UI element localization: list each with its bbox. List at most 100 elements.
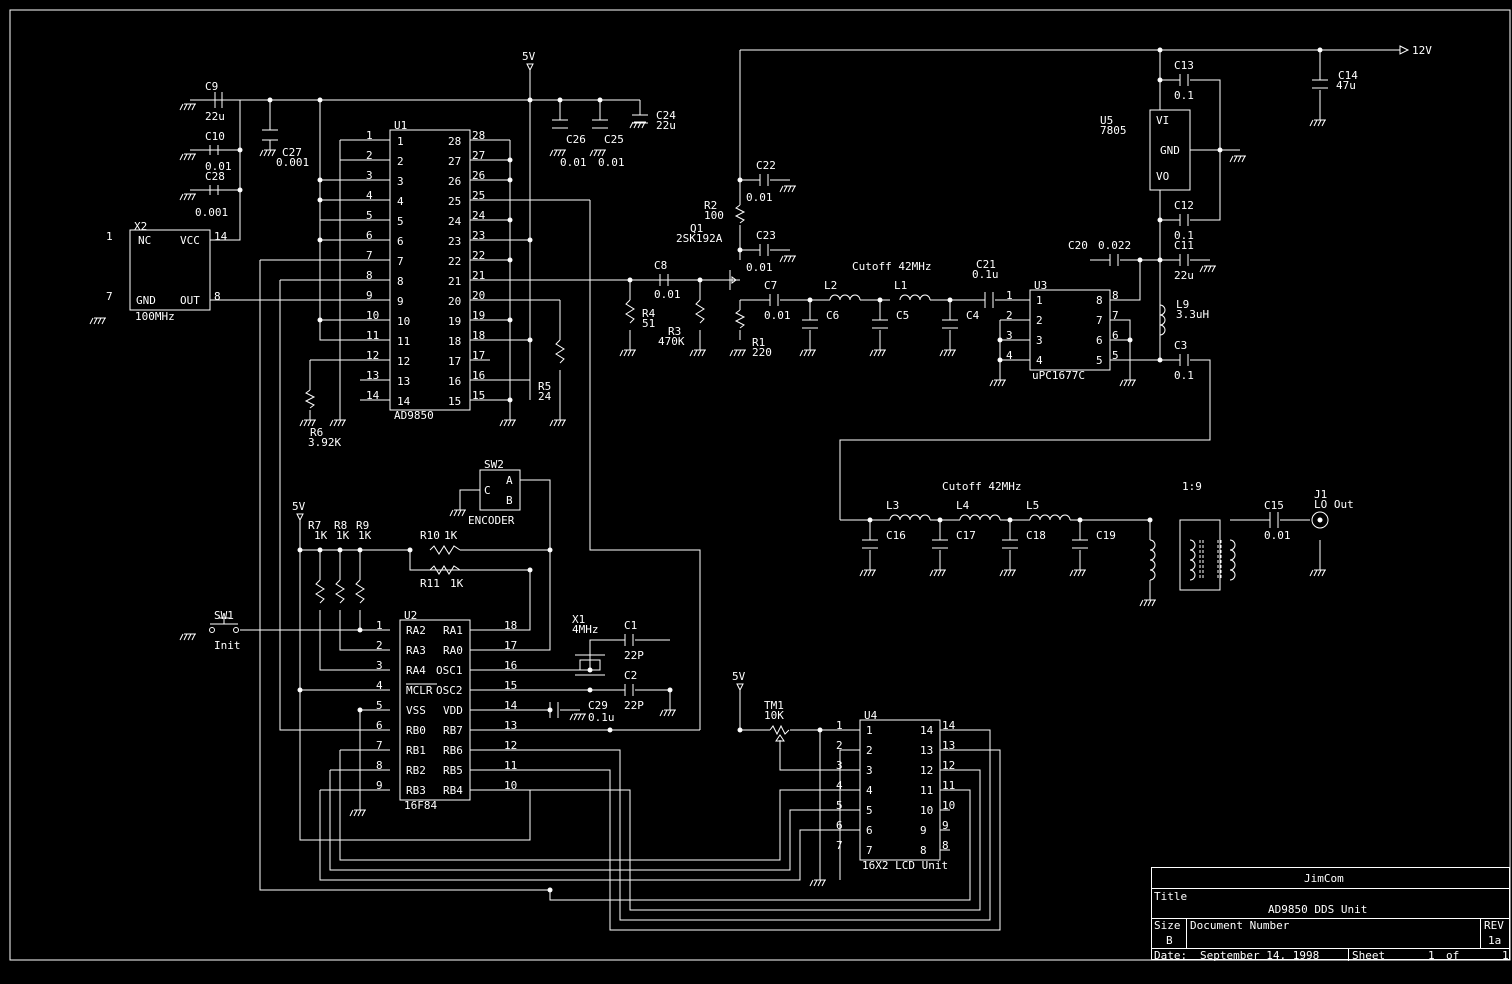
l2-ref: L2 xyxy=(824,279,837,292)
q1-transistor-symbol xyxy=(729,270,740,290)
c23-value: 0.01 xyxy=(746,261,773,274)
u5-pin-gnd: GND xyxy=(1160,144,1180,157)
c20-value: 0.022 xyxy=(1098,239,1131,252)
u1-right-pins: 2828272726262525242423232222212120201919… xyxy=(448,129,486,408)
sw2-value: ENCODER xyxy=(468,514,515,527)
u1-pin-num-outer: 27 xyxy=(472,149,485,162)
capacitor-symbols xyxy=(209,74,1328,718)
u2-pin-num: 6 xyxy=(376,719,383,732)
u1-pin-num-outer: 12 xyxy=(366,349,379,362)
u2-pin-num: 1 xyxy=(376,619,383,632)
r2-value: 100 xyxy=(704,209,724,222)
sw2-pin-b: B xyxy=(506,494,513,507)
u2-pin-name: RB5 xyxy=(443,764,463,777)
r9-ref: R9 xyxy=(356,519,369,532)
date-label: Date: xyxy=(1154,949,1188,962)
u1-pin-num-outer: 7 xyxy=(366,249,373,262)
u4-value: 16X2 LCD Unit xyxy=(862,859,948,872)
c21-ref: C21 xyxy=(976,258,996,271)
annotation-cutoff-lower: Cutoff 42MHz xyxy=(942,480,1021,493)
x2-pin-1: 1 xyxy=(106,230,113,243)
u1-pin-num-outer: 24 xyxy=(472,209,486,222)
u1-pin-num-inner: 11 xyxy=(397,335,410,348)
c27-value: 0.001 xyxy=(276,156,309,169)
u2-pin-name: RB0 xyxy=(406,724,426,737)
u4-pin-num-inner: 12 xyxy=(920,764,933,777)
u1-value: AD9850 xyxy=(394,409,434,422)
size-label: Size xyxy=(1154,919,1181,932)
date-value: September 14, 1998 xyxy=(1200,949,1320,962)
u3-pin-num-inner: 2 xyxy=(1036,314,1043,327)
company-name: JimCom xyxy=(1304,872,1344,885)
c24-value: 22u xyxy=(656,119,676,132)
u4-pin-num-inner: 5 xyxy=(866,804,873,817)
u1-pin-num-inner: 1 xyxy=(397,135,404,148)
u4-pin-num-inner: 10 xyxy=(920,804,933,817)
r5-value: 24 xyxy=(538,390,552,403)
label-5v-pic: 5V xyxy=(292,500,306,513)
u2-pin-num: 2 xyxy=(376,639,383,652)
u4-pin-num-inner: 7 xyxy=(866,844,873,857)
u1-pin-num-inner: 25 xyxy=(448,195,461,208)
u1-pin-num-inner: 12 xyxy=(397,355,410,368)
u1-pin-num-outer: 15 xyxy=(472,389,485,402)
u3-pin-num-inner: 4 xyxy=(1036,354,1043,367)
u1-pin-num-outer: 22 xyxy=(472,249,485,262)
c28-value: 0.001 xyxy=(195,206,228,219)
c27-ref: C27 xyxy=(282,146,302,159)
u4-pin-num-outer: 7 xyxy=(836,839,843,852)
u3-pin-num-outer: 5 xyxy=(1112,349,1119,362)
u2-pin-name: OSC1 xyxy=(436,664,463,677)
u2-pin-num: 14 xyxy=(504,699,518,712)
j1-ref: J1 xyxy=(1314,488,1327,501)
u1-pin-num-outer: 2 xyxy=(366,149,373,162)
u1-pin-num-outer: 17 xyxy=(472,349,485,362)
x2-pin-7: 7 xyxy=(106,290,113,303)
u1-pin-num-outer: 1 xyxy=(366,129,373,142)
c23-ref: C23 xyxy=(756,229,776,242)
c21-value: 0.1u xyxy=(972,268,999,281)
u4-pin-num-outer: 1 xyxy=(836,719,843,732)
c14-value: 47u xyxy=(1336,79,1356,92)
u1-pin-num-inner: 16 xyxy=(448,375,461,388)
c14-ref: C14 xyxy=(1338,69,1358,82)
c4-ref: C4 xyxy=(966,309,980,322)
c8-ref: C8 xyxy=(654,259,667,272)
u2-pin-name: VDD xyxy=(443,704,463,717)
x1-ref: X1 xyxy=(572,613,585,626)
title-label: Title xyxy=(1154,890,1188,903)
c25-value: 0.01 xyxy=(598,156,625,169)
c13-ref: C13 xyxy=(1174,59,1194,72)
c7-value: 0.01 xyxy=(764,309,791,322)
u3-pin-num-outer: 8 xyxy=(1112,289,1119,302)
j1-coax-connector xyxy=(1311,511,1329,529)
u4-lcd-body xyxy=(859,719,941,861)
u1-pin-num-outer: 18 xyxy=(472,329,485,342)
u4-pin-num-outer: 10 xyxy=(942,799,955,812)
annotation-ratio: 1:9 xyxy=(1182,480,1202,493)
u4-pin-num-inner: 13 xyxy=(920,744,933,757)
u3-upc1677c-body xyxy=(1029,289,1111,371)
u2-pin-name: VSS xyxy=(406,704,426,717)
x1-value: 4MHz xyxy=(572,623,599,636)
u2-pin-num: 15 xyxy=(504,679,517,692)
u1-pin-num-inner: 17 xyxy=(448,355,461,368)
u4-pin-num-outer: 4 xyxy=(836,779,843,792)
docnum-label: Document Number xyxy=(1190,919,1290,932)
u1-pin-num-outer: 14 xyxy=(366,389,380,402)
c7-ref: C7 xyxy=(764,279,777,292)
r10-value: 1K xyxy=(444,529,458,542)
u1-pin-num-inner: 27 xyxy=(448,155,461,168)
label-12v: 12V xyxy=(1412,44,1432,57)
x1-crystal-plates xyxy=(575,654,605,676)
c11-ref: C11 xyxy=(1174,239,1194,252)
c29-ref: C29 xyxy=(588,699,608,712)
sheet-border xyxy=(9,9,1511,961)
u4-pin-num-outer: 2 xyxy=(836,739,843,752)
l1-ref: L1 xyxy=(894,279,907,292)
u1-pin-num-inner: 14 xyxy=(397,395,411,408)
sw2-pin-a: A xyxy=(506,474,513,487)
u4-pin-num-outer: 9 xyxy=(942,819,949,832)
c3-ref: C3 xyxy=(1174,339,1187,352)
